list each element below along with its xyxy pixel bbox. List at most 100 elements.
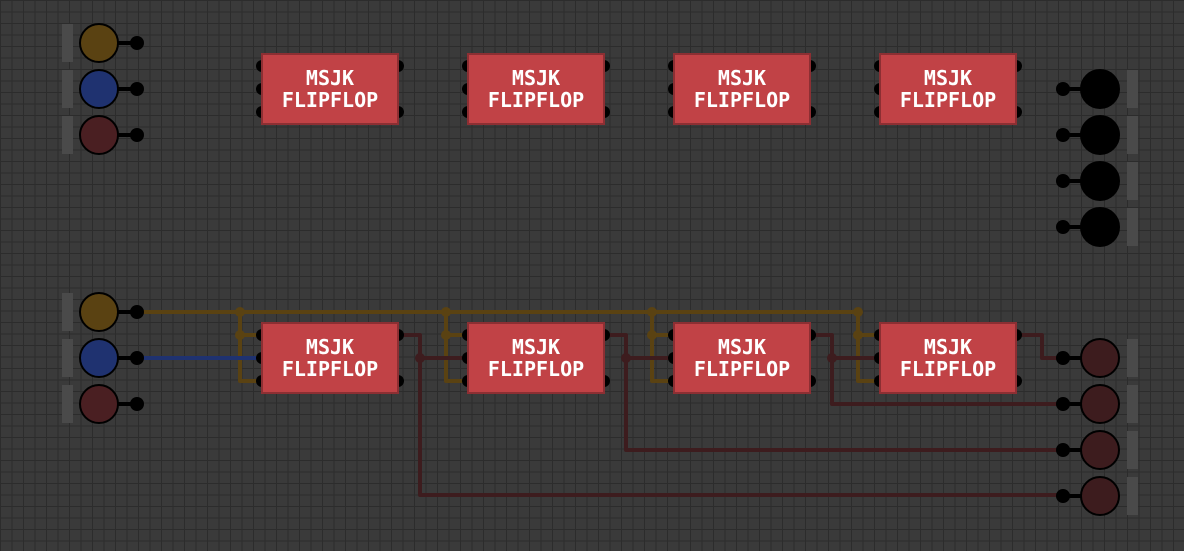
input-pin[interactable] xyxy=(130,128,144,142)
output-handle[interactable] xyxy=(1127,116,1138,154)
chip-label-line1: MSJK xyxy=(512,66,560,90)
input-pin[interactable] xyxy=(130,36,144,50)
chip-label-line2: FLIPFLOP xyxy=(282,88,378,112)
output-indicator xyxy=(1080,384,1120,424)
output-indicator xyxy=(1080,69,1120,109)
input-switch[interactable] xyxy=(62,23,144,63)
chip-label-line1: MSJK xyxy=(306,335,354,359)
chip-body[interactable] xyxy=(261,322,399,394)
output-pin[interactable] xyxy=(1056,82,1070,96)
output-led xyxy=(1056,384,1138,424)
output-led xyxy=(1056,207,1138,247)
chip-body[interactable] xyxy=(879,322,1017,394)
input-handle[interactable] xyxy=(62,24,73,62)
input-toggle-button[interactable] xyxy=(79,338,119,378)
output-handle[interactable] xyxy=(1127,208,1138,246)
input-handle[interactable] xyxy=(62,70,73,108)
clock-branch-junction xyxy=(235,330,245,340)
input-toggle-button[interactable] xyxy=(79,23,119,63)
chip-label-line2: FLIPFLOP xyxy=(488,88,584,112)
q-output-wire-2[interactable] xyxy=(608,333,1064,452)
q-output-wire-1[interactable] xyxy=(402,333,1064,497)
input-pin[interactable] xyxy=(130,397,144,411)
input-toggle-button[interactable] xyxy=(79,115,119,155)
output-indicator xyxy=(1080,115,1120,155)
output-led xyxy=(1056,430,1138,470)
input-toggle-button[interactable] xyxy=(79,292,119,332)
output-pin[interactable] xyxy=(1056,351,1070,365)
input-pin[interactable] xyxy=(130,305,144,319)
output-indicator xyxy=(1080,430,1120,470)
clock-branch-junction xyxy=(441,330,451,340)
input-handle[interactable] xyxy=(62,116,73,154)
q-output-wire-4[interactable] xyxy=(1020,333,1064,360)
output-led xyxy=(1056,476,1138,516)
chip-label-line1: MSJK xyxy=(718,335,766,359)
clock-bus-junction xyxy=(853,307,863,317)
output-led xyxy=(1056,69,1138,109)
output-pin[interactable] xyxy=(1056,443,1070,457)
output-handle[interactable] xyxy=(1127,162,1138,200)
clock-branch-junction xyxy=(853,330,863,340)
input-switch[interactable] xyxy=(62,338,144,378)
input-handle[interactable] xyxy=(62,339,73,377)
chip-body[interactable] xyxy=(261,53,399,125)
component-layer: MSJKFLIPFLOPMSJKFLIPFLOPMSJKFLIPFLOPMSJK… xyxy=(62,23,1138,516)
output-led xyxy=(1056,338,1138,378)
clock-branch-junction xyxy=(647,330,657,340)
output-pin[interactable] xyxy=(1056,489,1070,503)
input-switch[interactable] xyxy=(62,69,144,109)
chip-label-line2: FLIPFLOP xyxy=(694,88,790,112)
q-output-wire-3[interactable] xyxy=(814,333,1064,406)
wire-layer xyxy=(135,307,1064,497)
input-toggle-button[interactable] xyxy=(79,69,119,109)
input-switch[interactable] xyxy=(62,115,144,155)
carry-junction xyxy=(621,353,631,363)
output-pin[interactable] xyxy=(1056,128,1070,142)
input-pin[interactable] xyxy=(130,82,144,96)
chip-label-line1: MSJK xyxy=(512,335,560,359)
output-pin[interactable] xyxy=(1056,174,1070,188)
chip-label-line2: FLIPFLOP xyxy=(900,88,996,112)
clock-drop-wire-3[interactable] xyxy=(650,310,670,383)
output-pin[interactable] xyxy=(1056,397,1070,411)
chip-label-line1: MSJK xyxy=(306,66,354,90)
output-indicator xyxy=(1080,338,1120,378)
chip-body[interactable] xyxy=(467,322,605,394)
output-handle[interactable] xyxy=(1127,477,1138,515)
chip-label-line1: MSJK xyxy=(924,335,972,359)
input-handle[interactable] xyxy=(62,385,73,423)
output-handle[interactable] xyxy=(1127,431,1138,469)
clock-drop-wire-2[interactable] xyxy=(444,310,464,383)
input-switch[interactable] xyxy=(62,384,144,424)
chip-label-line2: FLIPFLOP xyxy=(900,357,996,381)
input-switch[interactable] xyxy=(62,292,144,332)
chip-body[interactable] xyxy=(879,53,1017,125)
output-handle[interactable] xyxy=(1127,385,1138,423)
chip-body[interactable] xyxy=(467,53,605,125)
carry-junction xyxy=(827,353,837,363)
chip-body[interactable] xyxy=(673,322,811,394)
carry-junction xyxy=(415,353,425,363)
clock-bus-junction xyxy=(235,307,245,317)
chip-label-line2: FLIPFLOP xyxy=(694,357,790,381)
output-pin[interactable] xyxy=(1056,220,1070,234)
input-pin[interactable] xyxy=(130,351,144,365)
chip-body[interactable] xyxy=(673,53,811,125)
output-indicator xyxy=(1080,476,1120,516)
output-handle[interactable] xyxy=(1127,339,1138,377)
input-handle[interactable] xyxy=(62,293,73,331)
clock-drop-wire-1[interactable] xyxy=(238,310,258,383)
output-handle[interactable] xyxy=(1127,70,1138,108)
input-toggle-button[interactable] xyxy=(79,384,119,424)
clock-drop-wire-4[interactable] xyxy=(856,310,876,383)
